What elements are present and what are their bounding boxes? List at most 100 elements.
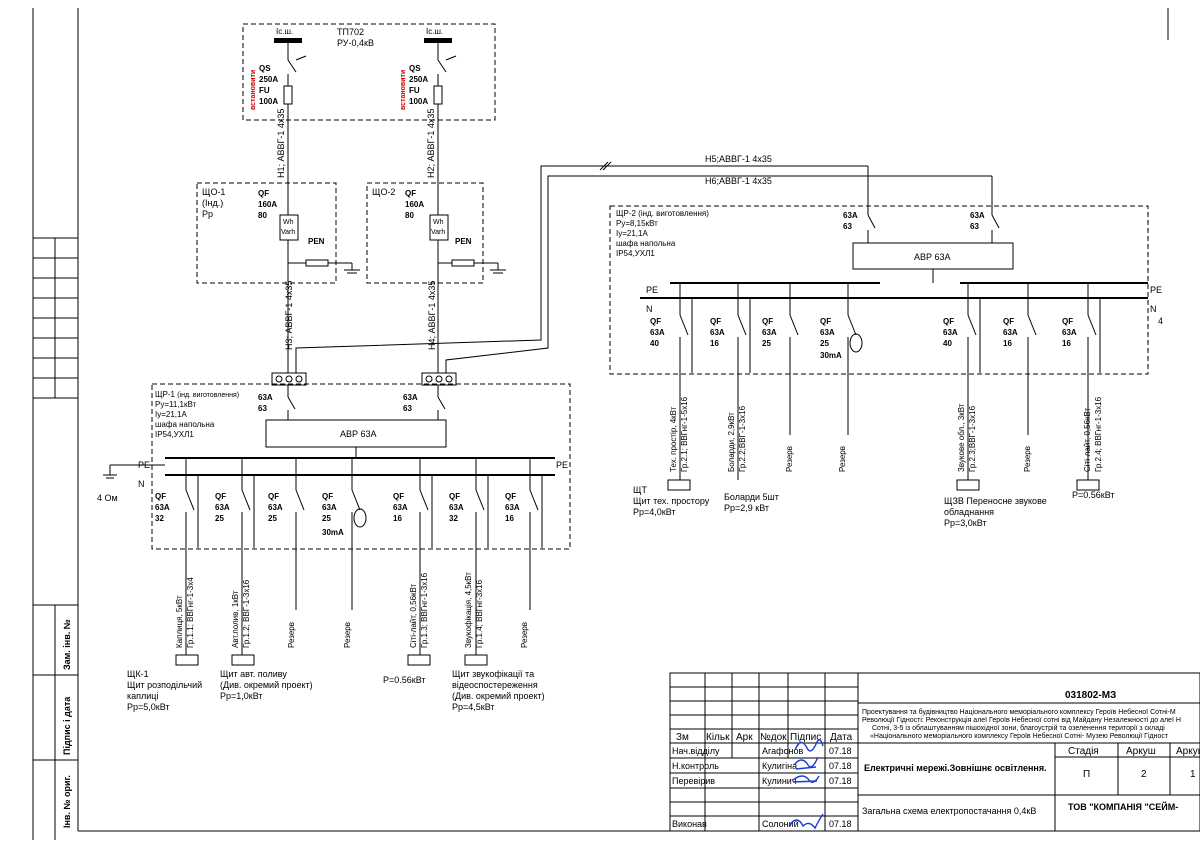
shr2-feeder-5-b: Гр.2.3;ВВГ-1-3х16 — [968, 405, 977, 472]
shr1-in2-set: 63 — [403, 404, 412, 413]
shr2-breaker-5-set: 40 — [943, 339, 952, 348]
shr1-load-box-1 — [175, 654, 199, 666]
tb-sheet: 2 — [1141, 769, 1147, 780]
cables-h5-h6: Н5;АВВГ-1 4х35 Н6;АВВГ-1 4х35 — [295, 154, 993, 373]
shr2-breaker-3-set: 25 — [762, 339, 771, 348]
meter-box-1-name: ЩО-1 — [202, 187, 225, 197]
shr1-avr-label: АВР 63А — [340, 429, 377, 439]
shr1-breaker-3-rating: 63A — [268, 503, 283, 512]
shr2-feeder-6: Резерв — [1023, 446, 1032, 472]
shr2-breaker-3: QF 63A 25 — [762, 283, 799, 435]
meter-1 — [279, 214, 299, 241]
shr1-breaker-5-rating: 63A — [393, 503, 408, 512]
stamp-replace-inv: Зам. інв. № — [62, 619, 72, 670]
shr1-load-6-l3: (Див. окремий проект) — [452, 691, 545, 701]
tp702-switchgear: ТП702 РУ-0,4кВ Іс.ш. QS 250A FU 100A вст… — [242, 23, 496, 121]
shr2-in1-rating: 63A — [843, 211, 858, 220]
shr2-feeder-2-b: Гр.2.2;ВВГ-1-3х16 — [738, 405, 747, 472]
shr1-terminal-1 — [271, 372, 307, 386]
shr2-breaker-6-qf: QF — [1003, 317, 1014, 326]
shr1-feeder-6-a: Звукофікація, 4,5кВт — [464, 572, 473, 648]
shr1-breaker-5-set: 16 — [393, 514, 402, 523]
tb-name-2: Кулигіна — [762, 761, 797, 771]
qs-rating-1: 250A — [259, 75, 278, 84]
shr1-feeder-2-a: Авт.полив, 1кВт — [231, 590, 240, 648]
shr1-breaker-3: QF 63A 25 — [268, 458, 305, 610]
shr1-feeder-5-b: Гр.1.3; ВВГнг-1-3х16 — [420, 572, 429, 648]
tb-date-2: 07.18 — [829, 761, 852, 771]
tb-role-2: Н.контроль — [672, 761, 719, 771]
bus-label-2: Іс.ш. — [426, 27, 443, 36]
shr1-load-1-l4: Рр=5,0кВт — [127, 702, 170, 712]
meter-box-2-name: ЩО-2 — [372, 187, 395, 197]
shr2-breaker-4-set: 25 — [820, 339, 829, 348]
shr1-load-6-l4: Рр=4,5кВт — [452, 702, 495, 712]
qs-label-2: QS — [409, 64, 421, 73]
shr1-breaker-6-qf: QF — [449, 492, 460, 501]
shr2-breaker-5-qf: QF — [943, 317, 954, 326]
shr2-breaker-3-rating: 63A — [762, 328, 777, 337]
signature-1 — [794, 739, 824, 752]
shr1-earth: 4 Ом — [97, 493, 118, 503]
signature-2 — [793, 756, 819, 770]
shr1-cabinet: шафа напольна — [155, 420, 215, 429]
shr1-n-label: N — [138, 479, 145, 489]
shr1-load-6-l2: відеоспостереження — [452, 680, 538, 690]
shr2-feeder-7-a: Сіті-лайт, 0,56кВт — [1083, 407, 1092, 472]
shr1-title: ЩР-1 — [155, 390, 176, 399]
shr2-pe-label: PE — [646, 285, 658, 295]
fu-rating-1: 100A — [259, 97, 278, 106]
signature-4 — [788, 813, 824, 830]
shr1-breaker-3-set: 25 — [268, 514, 277, 523]
shr1-breaker-2-qf: QF — [215, 492, 226, 501]
shr2-feeder-1-b: Гр.2.1; ВВГнг-1-5х16 — [680, 396, 689, 472]
shr1-load-6-l1: Щит звукофікації та — [452, 669, 534, 679]
shr2-feeder-5-a: Звукове обл., 3кВт — [957, 403, 966, 472]
shr2-breaker-1-set: 40 — [650, 339, 659, 348]
shr1-breaker-1-rating: 63A — [155, 503, 170, 512]
shr1-breaker-2: QF 63A 25 — [215, 458, 255, 655]
shr1-load-5-l1: Р=0.56кВт — [383, 675, 426, 685]
meter-box-1-sub: (Інд.) — [202, 198, 223, 208]
cables-h3-h4: Н3; АВВГ-1 4х35 Н4; АВВГ-1 4х35 — [284, 281, 439, 373]
shr1-load-1-l2: Щит розподільчий — [127, 680, 202, 690]
shr1-breaker-2-set: 25 — [215, 514, 224, 523]
shr2-py: Py=8,15кВт — [616, 219, 658, 228]
shr1-title-note: (інд. виготовлення) — [177, 391, 239, 399]
meter-box-1-qf-rating: 160A — [258, 200, 277, 209]
meter-2-wh: Wh — [433, 219, 444, 226]
side-stamp: Зам. інв. № Підпис і дата Інв. № ориг. — [33, 237, 78, 840]
shr2-feeder-4: Резерв — [838, 446, 847, 472]
shr1-feeder-5-a: Сіті-лайт, 0,56кВт — [409, 583, 418, 648]
meter-2-varh: Varh — [431, 229, 445, 236]
tb-role-4: Виконав — [672, 819, 707, 829]
meter-2 — [429, 214, 449, 241]
shr2-breaker-7-qf: QF — [1062, 317, 1073, 326]
shr1-breaker-7-rating: 63A — [505, 503, 520, 512]
shr1-ip: IP54,УХЛ1 — [155, 430, 194, 439]
shr2-load-box-1 — [667, 479, 691, 491]
shr2-feeder-1-a: Тех. простір, 4кВт — [669, 406, 678, 472]
bus-label-1: Іс.ш. — [276, 27, 293, 36]
shr2-breaker-2-qf: QF — [710, 317, 721, 326]
shr2-breaker-1-qf: QF — [650, 317, 661, 326]
tb-col-zm: Зм — [676, 732, 689, 743]
tb-stage-h: Стадія — [1068, 746, 1099, 757]
tb-col-ark: Арк — [736, 732, 753, 743]
meter-box-1-qf: QF — [258, 189, 269, 198]
shr2-load-5-l1: ЩЗВ Переносне звукове — [944, 496, 1047, 506]
shr1-breaker-4: QF 63A 25 30mA — [322, 458, 367, 610]
meter-box-2-qf: QF — [405, 189, 416, 198]
install-note-1: встановити — [250, 70, 257, 110]
qs-rating-2: 250A — [409, 75, 428, 84]
tb-role-3: Перевірив — [672, 776, 715, 786]
tb-name-3: Кулинич — [762, 776, 797, 786]
shr1-breaker-5-qf: QF — [393, 492, 404, 501]
shr1-load-box-5 — [407, 654, 431, 666]
fu-rating-2: 100A — [409, 97, 428, 106]
meter-box-2-qf-setting: 80 — [405, 211, 414, 220]
shr2-breaker-6-set: 16 — [1003, 339, 1012, 348]
shr2-breaker-7: QF 63A 16 — [1062, 283, 1101, 480]
shr1-load-1-l1: ЩК-1 — [127, 669, 149, 679]
tb-date-3: 07.18 — [829, 776, 852, 786]
